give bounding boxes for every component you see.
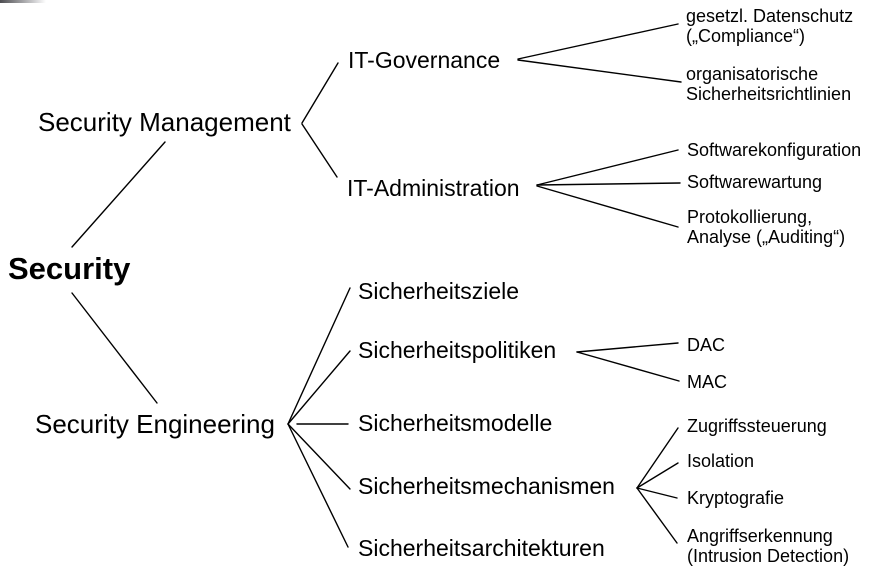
tree-leaf-zugriffssteuerung: Zugriffssteuerung [687, 416, 827, 436]
connector-line [517, 23, 679, 60]
connector-line [71, 141, 166, 248]
connector-line [517, 59, 682, 83]
connector-line [536, 182, 681, 186]
tree-leaf-protokollierung-analyse-auditing: Protokollierung, Analyse („Auditing“) [687, 207, 846, 247]
tree-leaf-dac: DAC [687, 335, 726, 355]
connector-line [576, 351, 680, 382]
connector-line [287, 423, 351, 490]
tree-node-sicherheitsmodelle: Sicherheitsmodelle [358, 410, 553, 436]
connector-line [287, 287, 351, 425]
tree-leaf-gesetzl-datenschutz: gesetzl. Datenschutz („Compliance“) [686, 6, 854, 46]
tree-node-it-governance: IT-Governance [348, 47, 501, 73]
tree-node-sicherheitsmechanismen: Sicherheitsmechanismen [358, 473, 615, 499]
connector-line [301, 62, 339, 124]
tree-leaf-kryptografie: Kryptografie [687, 488, 785, 508]
tree-node-sicherheitsarchitekturen: Sicherheitsarchitekturen [358, 535, 605, 561]
connector-line [576, 342, 679, 353]
tree-node-security-management: Security Management [38, 107, 291, 137]
connector-line [636, 462, 679, 489]
connector-line [636, 487, 678, 544]
connector-line [636, 487, 678, 499]
tree-node-sicherheitspolitiken: Sicherheitspolitiken [358, 337, 557, 363]
connector-line [71, 292, 158, 404]
tree-leaf-mac: MAC [687, 372, 727, 392]
tree-leaf-organisatorische-sicherheitsrichtlinien: organisatorische Sicherheitsrichtlinien [686, 64, 852, 104]
tree-node-sicherheitsziele: Sicherheitsziele [358, 278, 520, 304]
tree-leaf-softwarekonfiguration: Softwarekonfiguration [687, 140, 862, 160]
connector-line [636, 427, 679, 489]
connector-line [301, 123, 338, 178]
connector-line [287, 423, 349, 548]
tree-node-security-engineering: Security Engineering [35, 409, 275, 439]
tree-leaf-softwarewartung: Softwarewartung [687, 172, 823, 192]
connector-line [536, 185, 679, 228]
tree-leaf-angriffserkennung-intrusion-detection: Angriffserkennung (Intrusion Detection) [687, 526, 850, 566]
tree-leaf-isolation: Isolation [687, 451, 755, 471]
connector-line [536, 149, 679, 186]
tree-node-security: Security [8, 251, 131, 286]
connector-line [287, 350, 351, 425]
top-left-edge-artifact [0, 0, 46, 3]
tree-node-it-administration: IT-Administration [347, 175, 520, 201]
